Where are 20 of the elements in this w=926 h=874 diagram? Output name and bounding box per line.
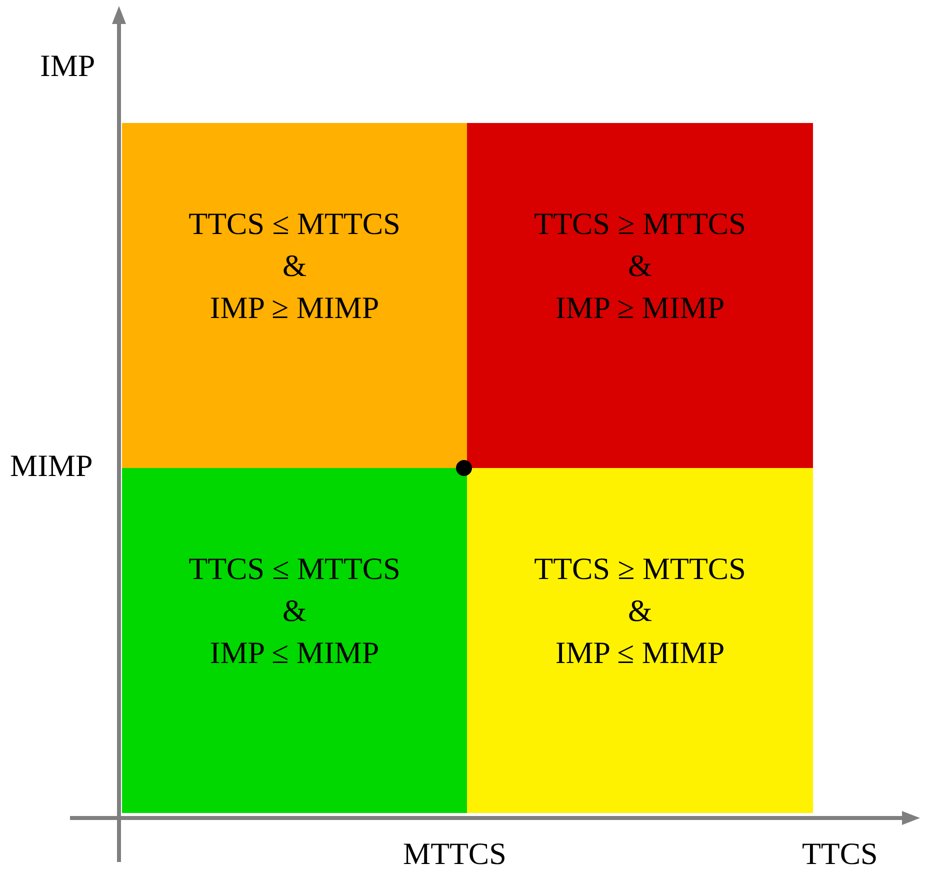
condition-text: IMP ≤ MIMP: [555, 634, 725, 672]
condition-text: TTCS ≥ MTTCS: [534, 550, 746, 588]
condition-text: &: [628, 246, 652, 284]
axis-label: MTTCS: [403, 836, 506, 872]
condition-text: IMP ≥ MIMP: [555, 288, 725, 326]
axis-label: TTCS: [802, 836, 878, 872]
condition-text: &: [628, 592, 652, 630]
quadrant-box: [122, 123, 467, 468]
condition-text: TTCS ≤ MTTCS: [188, 204, 400, 242]
condition-text: IMP ≤ MIMP: [210, 634, 380, 672]
quadrant-box: [122, 468, 467, 813]
condition-text: IMP ≥ MIMP: [210, 288, 380, 326]
quadrant-box: [467, 468, 813, 813]
condition-text: TTCS ≤ MTTCS: [188, 550, 400, 588]
quadrant-box: [467, 123, 813, 468]
condition-text: &: [282, 592, 307, 630]
axis-label: IMP: [40, 48, 96, 84]
condition-text: &: [282, 246, 307, 284]
axis-label: MIMP: [10, 448, 93, 484]
condition-text: TTCS ≥ MTTCS: [534, 204, 746, 242]
